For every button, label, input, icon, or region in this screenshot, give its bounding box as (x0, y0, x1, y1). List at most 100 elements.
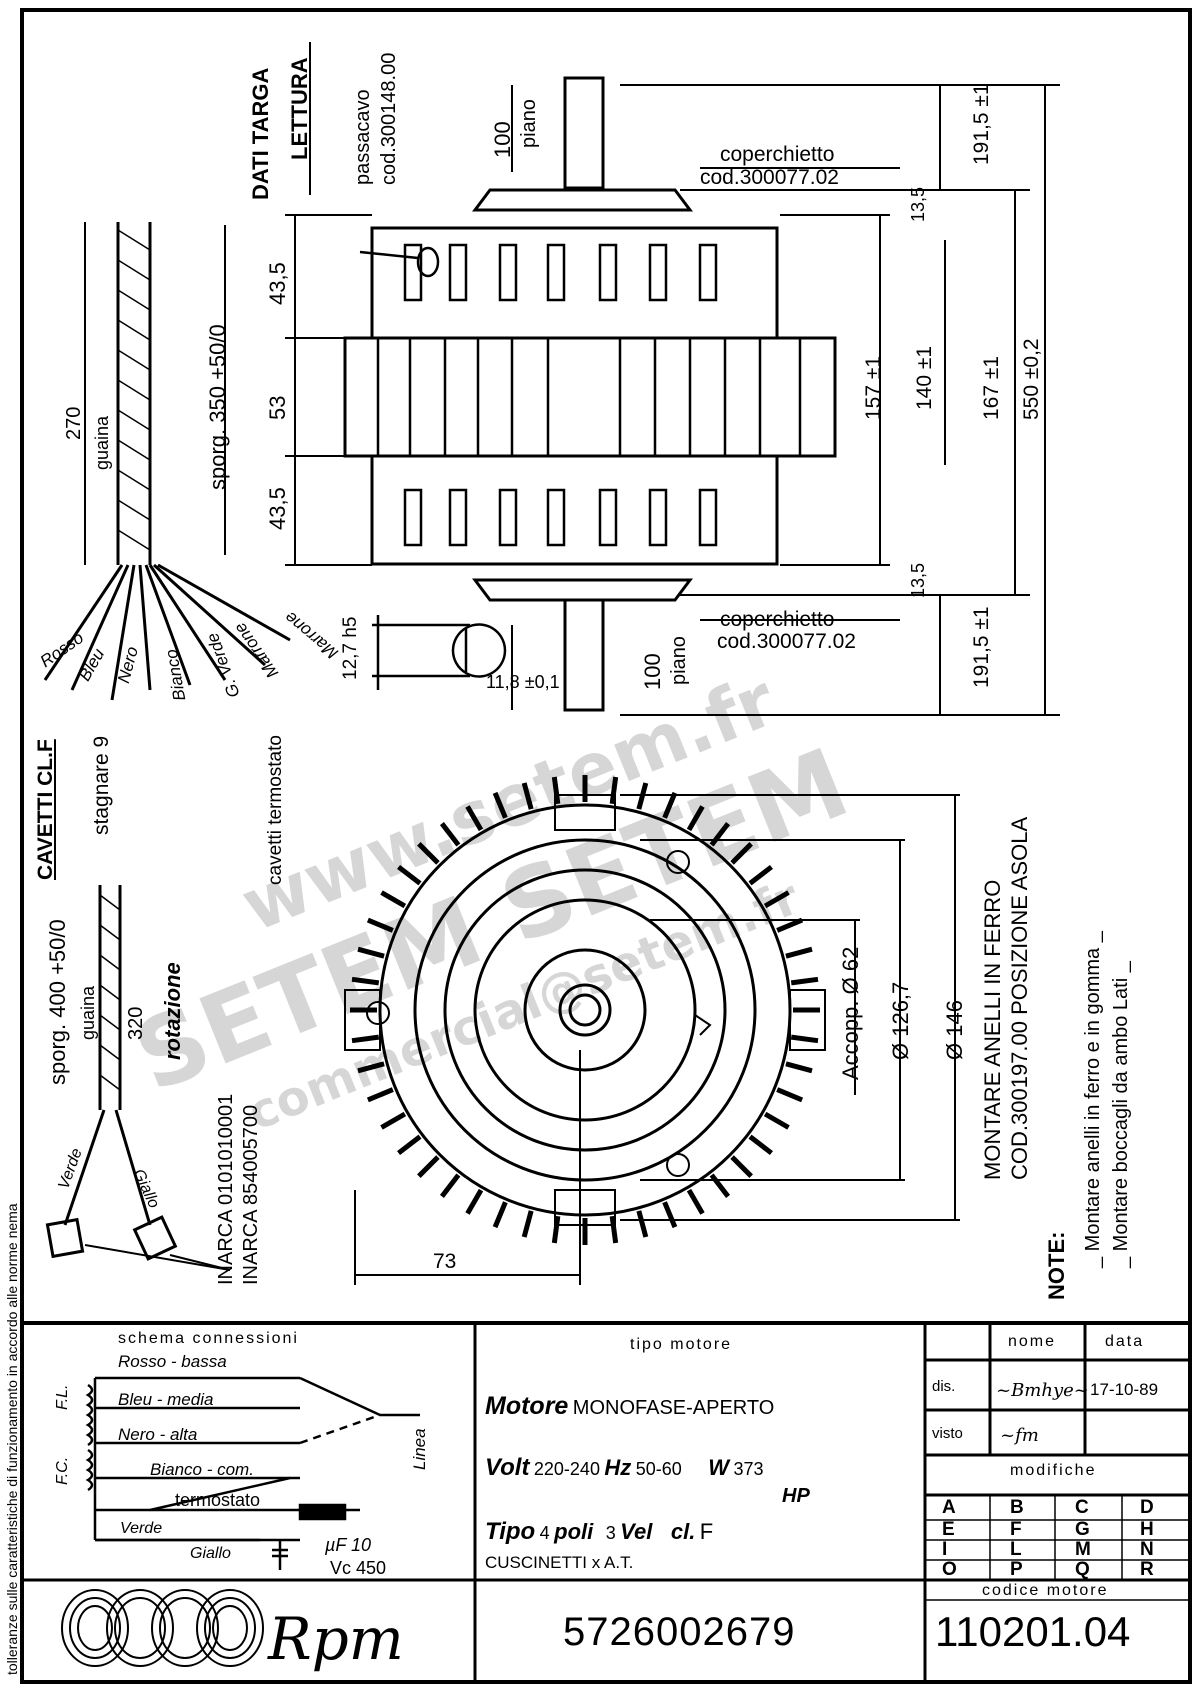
dim-13-top: 13,5 (908, 186, 928, 222)
cooling-fin (730, 842, 753, 865)
bottom-cover (472, 578, 693, 602)
brand-name: Rpm (268, 1605, 404, 1673)
hz-value: 50-60 (635, 1459, 682, 1479)
cooling-fin (686, 805, 705, 832)
shaft-top (563, 76, 605, 190)
schema-termostato: termostato (175, 1490, 261, 1510)
dim-167: 167 ±1 (980, 355, 1003, 420)
dim-13-bottom: 13,5 (908, 562, 928, 598)
cooling-fin (351, 976, 380, 986)
cooling-fin (636, 1210, 649, 1238)
cooling-fin (636, 782, 649, 810)
motore-row: Motore MONOFASE-APERTO (485, 1392, 774, 1421)
cover-top-label: coperchietto (720, 143, 835, 166)
inarca-code-1: INARCA 0101010001 (215, 1093, 237, 1285)
cooling-fin (551, 1215, 561, 1244)
schema-rosso: Rosso - bassa (118, 1352, 227, 1371)
sporg-400-label: sporg. 400 +50/0 (45, 919, 70, 1085)
modifiche-header: modifiche (1010, 1462, 1097, 1479)
piano-top: piano (518, 99, 540, 148)
motor-side-view (343, 76, 837, 712)
cooling-fin (397, 864, 422, 886)
connection-schematic (85, 1376, 420, 1570)
w-label: W (708, 1455, 730, 1480)
modifica-letter: N (1140, 1539, 1154, 1560)
cooling-fin (417, 1155, 440, 1178)
modifica-letter: M (1075, 1539, 1091, 1560)
cooling-fin (763, 890, 790, 909)
dim-73: 73 (433, 1250, 457, 1273)
cooling-fin (748, 1134, 773, 1156)
lettura-label: LETTURA (287, 57, 312, 160)
shaft-section (372, 615, 507, 690)
dim-550: 550 ±0,2 (1020, 338, 1043, 420)
schema-capacitor-uf: µF 10 (325, 1535, 372, 1555)
cooling-fins (350, 775, 820, 1245)
shaft-bottom (563, 598, 605, 712)
cooling-fin (521, 782, 534, 810)
tolerance-note: tolleranze sulle caratteristiche di funz… (4, 1203, 20, 1675)
cooling-fin (366, 917, 394, 933)
poli-value: 4 (539, 1523, 550, 1543)
dis-label: dis. (932, 1378, 956, 1395)
motore-value: MONOFASE-APERTO (572, 1397, 775, 1419)
guaina-lower: guaina (78, 985, 98, 1040)
modifica-letter: P (1010, 1559, 1023, 1580)
note-2: _ Montare boccagli da ambo Lati _ (1110, 961, 1132, 1268)
guaina-upper: guaina (92, 415, 112, 470)
cooling-fin (551, 776, 561, 805)
hz-label: Hz (604, 1455, 632, 1480)
cuscinetti-label: CUSCINETTI x A.T. (485, 1553, 634, 1572)
flat-dimension: 11,8 ±0,1 (486, 672, 560, 692)
cooling-fin (748, 864, 773, 886)
modifica-letter: H (1140, 1519, 1154, 1540)
cooling-fin (492, 791, 508, 819)
cooling-fin (790, 976, 819, 986)
schema-bleu: Bleu - media (118, 1390, 214, 1409)
codice-value: 110201.04 (935, 1608, 1131, 1655)
modifica-letter: A (942, 1497, 956, 1518)
modifica-letter: E (942, 1519, 955, 1540)
dim-43-5-a: 43,5 (265, 262, 290, 305)
end-view-dimensions (344, 794, 960, 1285)
vel-label: Vel (620, 1519, 653, 1544)
cooling-fin (776, 1087, 804, 1103)
note-title: NOTE: (1044, 1231, 1069, 1300)
cooling-fin (763, 1111, 790, 1130)
cooling-fin (357, 946, 385, 959)
cooling-fin (609, 776, 619, 805)
sporg-350-label: sporg. 350 +50/0 (205, 324, 230, 490)
schema-giallo: Giallo (190, 1545, 231, 1562)
note-1: _ Montare anelli in ferro e in gomma _ (1082, 931, 1104, 1268)
cooling-fin (357, 1061, 385, 1074)
modifica-letter: L (1010, 1539, 1022, 1560)
dim-191-top: 191,5 ±1 (970, 83, 993, 165)
cooling-fin (397, 1134, 422, 1156)
lamination-stack (343, 336, 837, 458)
diameter-126-7: Ø 126,7 (888, 981, 913, 1060)
cooling-fin (709, 822, 731, 847)
schema-verde: Verde (120, 1520, 163, 1537)
montare-line-2: COD.300197.00 POSIZIONE ASOLA (1007, 816, 1032, 1180)
nome-header: nome (1008, 1333, 1057, 1350)
modifica-letter: B (1010, 1497, 1024, 1518)
cooling-fin (380, 1111, 407, 1130)
modifica-letter: D (1140, 1497, 1154, 1518)
motore-label: Motore (485, 1392, 569, 1420)
wire-bundle-upper (43, 222, 291, 701)
w-value: 373 (733, 1459, 764, 1479)
modifica-letter: F (1010, 1519, 1022, 1540)
cooling-fin (609, 1215, 619, 1244)
dati-targa-label: DATI TARGA (248, 67, 273, 200)
shaft-dimension: 12,7 h5 (340, 616, 361, 680)
cooling-fin (521, 1210, 534, 1238)
modifica-letter: G (1075, 1519, 1090, 1540)
cl-value: F (699, 1519, 714, 1544)
dim-270: 270 (63, 406, 85, 440)
rpm-logo (61, 1589, 264, 1667)
passacavo-label: passacavo (352, 89, 374, 185)
piano-bottom: piano (668, 636, 690, 685)
tipo-row: Tipo 4 poli 3 Vel cl. F (485, 1518, 713, 1546)
cooling-fin (686, 1188, 705, 1215)
